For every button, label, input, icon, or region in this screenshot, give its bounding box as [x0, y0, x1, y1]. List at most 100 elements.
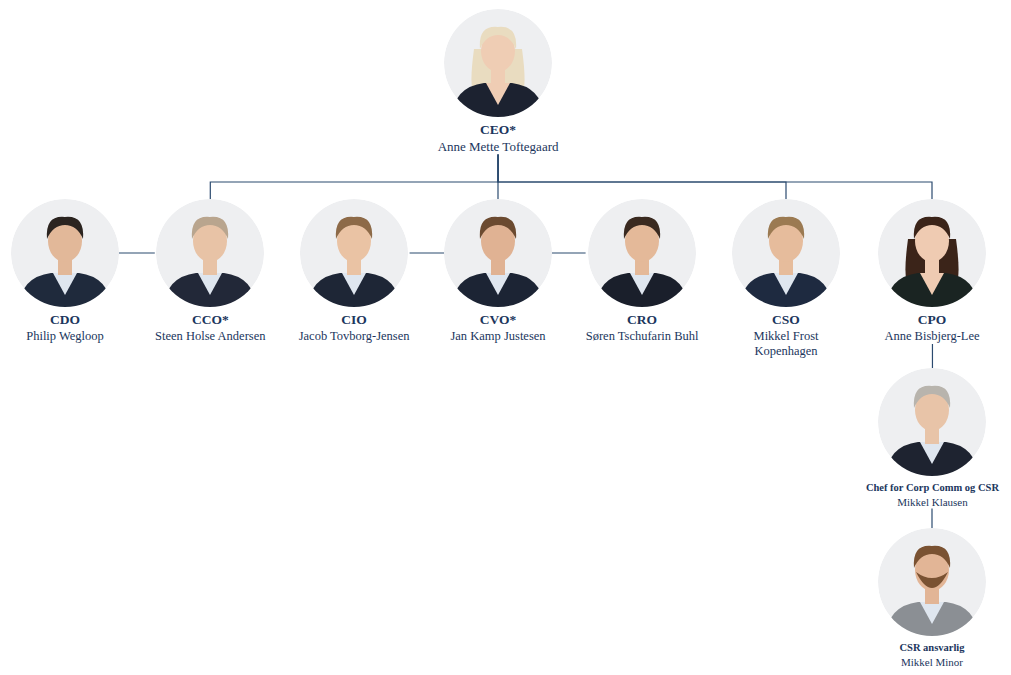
org-connector — [932, 344, 933, 368]
person-name: Mikkel Minor — [878, 655, 986, 669]
portrait-shirt — [630, 273, 654, 295]
portrait-suit — [308, 273, 400, 307]
photo-ground — [588, 199, 696, 307]
portrait-suit — [452, 83, 544, 117]
portrait-figure — [444, 9, 552, 117]
role-title: CIO — [299, 312, 410, 329]
role-title: CCO* — [155, 312, 266, 329]
portrait-hair — [480, 217, 516, 239]
org-connector — [410, 252, 444, 253]
portrait-hair — [192, 217, 228, 239]
portrait-suit — [19, 273, 111, 307]
person-name: Jacob Tovborg-Jensen — [299, 329, 410, 345]
portrait-suit — [452, 273, 544, 307]
photo-ground — [878, 368, 986, 476]
portrait-suit — [886, 602, 978, 636]
person-name: Søren Tschufarin Buhl — [586, 329, 699, 345]
portrait-shirt — [920, 602, 944, 624]
photo-ground — [878, 199, 986, 307]
photo-ground — [444, 9, 552, 117]
portrait-suit — [596, 273, 688, 307]
portrait-hair — [47, 217, 83, 239]
portrait-suit — [886, 273, 978, 307]
portrait-suit — [740, 273, 832, 307]
org-connector — [931, 509, 932, 529]
portrait-photo — [732, 199, 840, 307]
portrait-hair — [336, 217, 372, 239]
person-node: CCO*Steen Holse Andersen — [155, 199, 266, 344]
portrait-figure — [732, 199, 840, 307]
person-node: CVO*Jan Kamp Justesen — [444, 199, 552, 344]
person-name: Anne Mette Toftegaard — [438, 139, 559, 155]
role-title: CEO* — [438, 122, 559, 139]
portrait-photo — [444, 9, 552, 117]
person-node: CIOJacob Tovborg-Jensen — [299, 199, 410, 344]
portrait-shirt — [486, 83, 510, 105]
portrait-figure — [300, 199, 408, 307]
portrait-figure — [588, 199, 696, 307]
portrait-suit — [164, 273, 256, 307]
portrait-photo — [300, 199, 408, 307]
role-title: CSR ansvarlig — [878, 641, 986, 655]
portrait-figure — [878, 368, 986, 476]
portrait-photo — [878, 368, 986, 476]
photo-ground — [878, 528, 986, 636]
person-name: Philip Wegloop — [11, 329, 119, 345]
photo-ground — [11, 199, 119, 307]
portrait-shirt — [486, 273, 510, 295]
portrait-shirt — [920, 442, 944, 464]
role-title: Chef for Corp Comm og CSR — [865, 481, 999, 495]
role-title: CPO — [878, 312, 986, 329]
portrait-photo — [878, 199, 986, 307]
portrait-figure — [878, 528, 986, 636]
portrait-hair — [914, 217, 950, 239]
role-title: CDO — [11, 312, 119, 329]
photo-ground — [444, 199, 552, 307]
org-connector — [119, 252, 155, 253]
person-node: CROSøren Tschufarin Buhl — [586, 199, 699, 344]
person-node: Chef for Corp Comm og CSRMikkel Klausen — [865, 368, 999, 509]
org-connector — [210, 155, 498, 200]
portrait-photo — [588, 199, 696, 307]
portrait-hair — [914, 386, 950, 408]
portrait-shirt — [920, 273, 944, 295]
person-node: CSOMikkel Frost Kopenhagen — [732, 199, 840, 360]
person-name: Mikkel Klausen — [865, 495, 999, 509]
portrait-photo — [11, 199, 119, 307]
portrait-hair — [914, 546, 950, 568]
portrait-photo — [444, 199, 552, 307]
portrait-hair — [768, 217, 804, 239]
person-node: CDOPhilip Wegloop — [11, 199, 119, 344]
portrait-photo — [878, 528, 986, 636]
role-title: CVO* — [444, 312, 552, 329]
person-node: CEO*Anne Mette Toftegaard — [438, 9, 559, 155]
portrait-figure — [444, 199, 552, 307]
org-connector — [552, 252, 586, 253]
person-name: Steen Holse Andersen — [155, 329, 266, 345]
portrait-hair — [624, 217, 660, 239]
person-name: Anne Bisbjerg-Lee — [878, 329, 986, 345]
portrait-figure — [878, 199, 986, 307]
person-node: CSR ansvarligMikkel Minor — [878, 528, 986, 669]
portrait-hair — [480, 27, 516, 49]
portrait-shirt — [342, 273, 366, 295]
person-node: CPOAnne Bisbjerg-Lee — [878, 199, 986, 344]
portrait-figure — [156, 199, 264, 307]
portrait-photo — [156, 199, 264, 307]
photo-ground — [300, 199, 408, 307]
portrait-suit — [886, 442, 978, 476]
portrait-beard — [916, 572, 948, 588]
person-name: Mikkel Frost Kopenhagen — [732, 329, 840, 360]
role-title: CRO — [586, 312, 699, 329]
org-connector — [498, 155, 786, 200]
person-name: Jan Kamp Justesen — [444, 329, 552, 345]
photo-ground — [156, 199, 264, 307]
role-title: CSO — [732, 312, 840, 329]
portrait-shirt — [198, 273, 222, 295]
portrait-shirt — [774, 273, 798, 295]
org-connector — [498, 155, 932, 200]
photo-ground — [732, 199, 840, 307]
portrait-shirt — [53, 273, 77, 295]
portrait-figure — [11, 199, 119, 307]
